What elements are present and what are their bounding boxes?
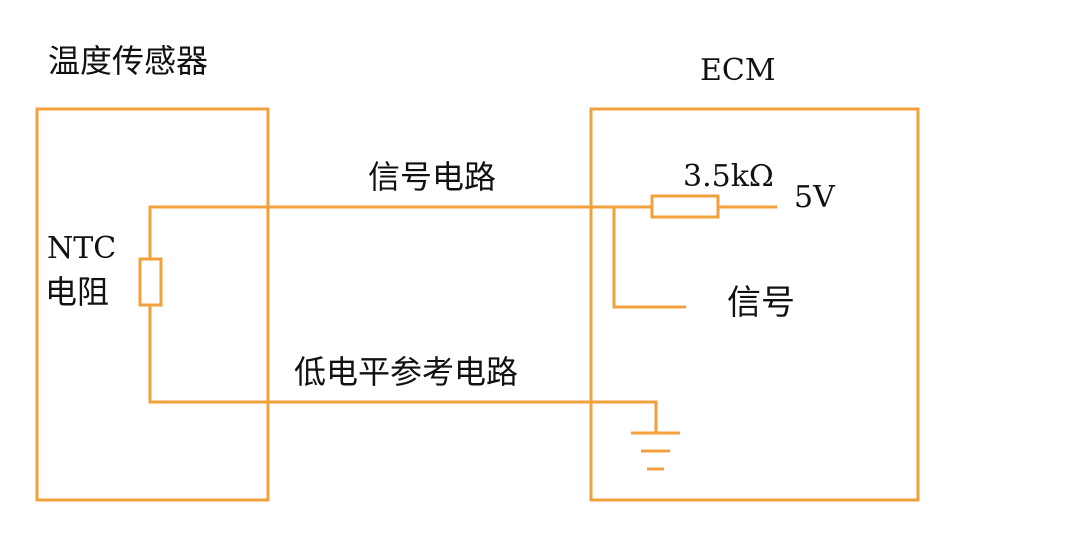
temperature-sensor-box — [35, 107, 270, 502]
ntc-resistor — [138, 257, 163, 307]
resistor-value-label: 3.5kΩ — [683, 159, 774, 194]
sensor-title: 温度传感器 — [48, 42, 208, 80]
signal-label: 信号 — [727, 283, 795, 323]
supply-voltage-label: 5V — [794, 180, 836, 215]
signal-wire — [148, 205, 652, 259]
ecm-box — [589, 107, 920, 502]
resistor-label: 电阻 — [45, 273, 109, 311]
signal-circuit-label: 信号电路 — [368, 158, 496, 196]
pullup-resistor — [650, 194, 720, 219]
low-reference-wire — [148, 305, 658, 433]
ecm-title: ECM — [700, 53, 776, 88]
signal-branch-wire — [612, 207, 686, 309]
ntc-label: NTC — [47, 231, 116, 266]
low-reference-circuit-label: 低电平参考电路 — [294, 353, 518, 391]
